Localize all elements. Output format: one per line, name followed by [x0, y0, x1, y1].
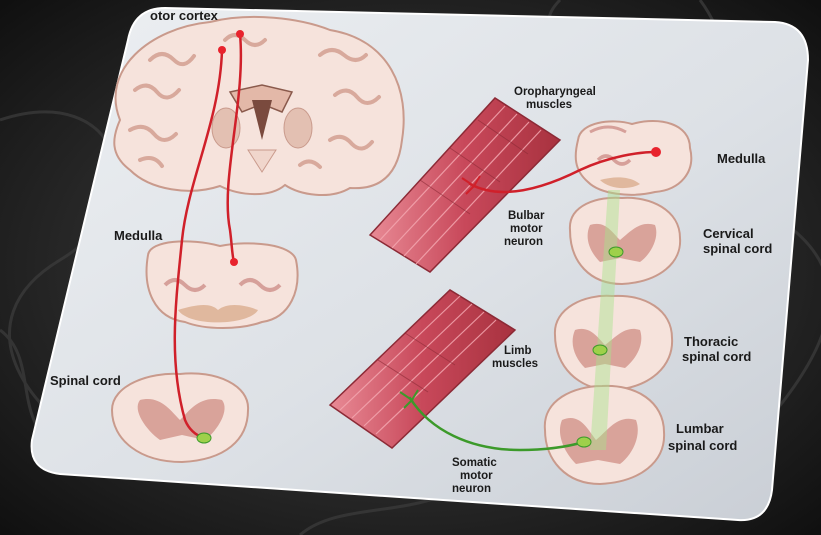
label-lumbar-1: Lumbar	[676, 421, 724, 436]
label-limb-1: Limb	[504, 345, 531, 357]
label-oropharyngeal-2: muscles	[526, 99, 572, 111]
cervical-spinal-cord-section	[570, 198, 680, 284]
label-oropharyngeal-1: Oropharyngeal	[514, 86, 596, 98]
label-cervical-1: Cervical	[703, 226, 754, 241]
label-bulbar-1: Bulbar	[508, 210, 545, 222]
medulla-left-section	[147, 241, 298, 328]
thoracic-motor-neuron	[593, 345, 607, 355]
medulla-synapse-left	[230, 258, 238, 266]
label-lumbar-2: spinal cord	[668, 438, 737, 453]
label-bulbar-2: motor	[510, 223, 543, 235]
label-thoracic-1: Thoracic	[684, 334, 738, 349]
spinal-synapse-left	[197, 433, 211, 443]
label-limb-2: muscles	[492, 358, 538, 370]
label-thoracic-2: spinal cord	[682, 349, 751, 364]
label-somatic-3: neuron	[452, 483, 491, 495]
label-spinal-cord-left: Spinal cord	[50, 373, 121, 388]
label-cervical-2: spinal cord	[703, 241, 772, 256]
label-somatic-2: motor	[460, 470, 493, 482]
bulbar-neuron-soma	[651, 147, 661, 157]
cortex-neuron-soma-2	[236, 30, 244, 38]
brain-section	[114, 17, 403, 195]
label-bulbar-3: neuron	[504, 236, 543, 248]
label-medulla-left: Medulla	[114, 228, 163, 243]
cortex-neuron-soma-1	[218, 46, 226, 54]
label-somatic-1: Somatic	[452, 457, 497, 469]
cervical-motor-neuron	[609, 247, 623, 257]
medulla-right-section	[576, 121, 692, 195]
label-motor-cortex: otor cortex	[150, 8, 219, 23]
spinal-cord-left-section	[112, 373, 248, 462]
lumbar-motor-neuron	[577, 437, 591, 447]
label-medulla-right: Medulla	[717, 151, 766, 166]
